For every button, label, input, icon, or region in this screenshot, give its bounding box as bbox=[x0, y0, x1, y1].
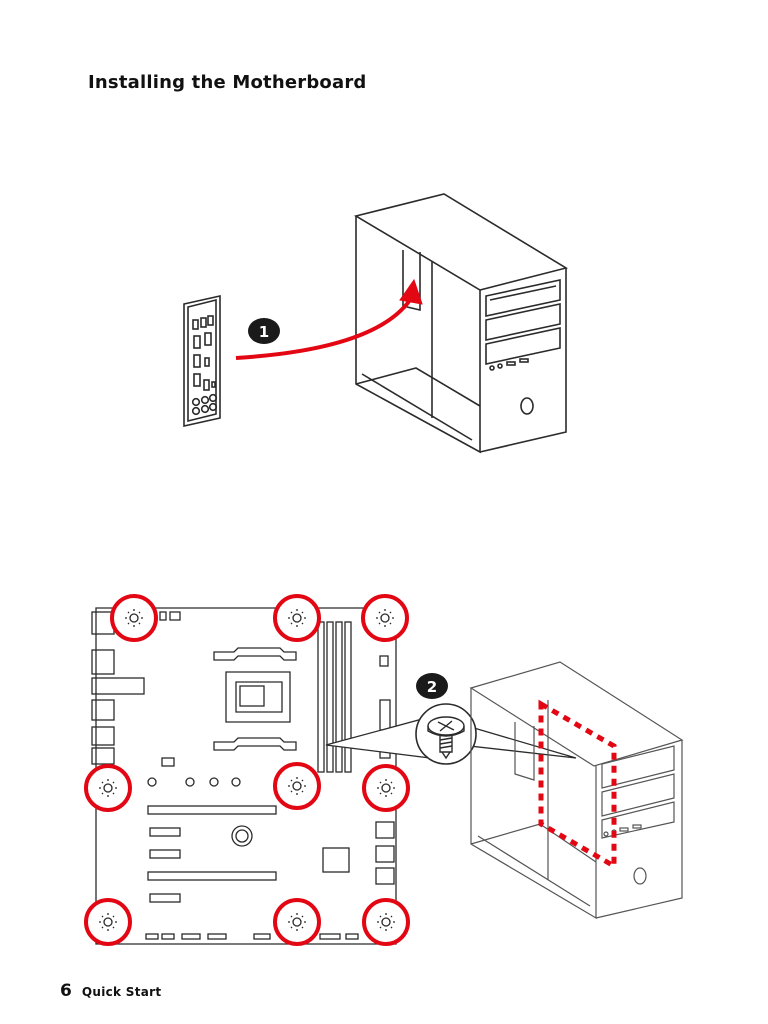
screw-hole-mid-left bbox=[84, 764, 132, 812]
svg-text:2: 2 bbox=[427, 678, 437, 696]
step-1-illustration bbox=[183, 193, 569, 454]
page-footer: 6 Quick Start bbox=[60, 981, 161, 1001]
step-1-badge: 1 bbox=[248, 318, 280, 344]
footer-label: Quick Start bbox=[81, 985, 162, 999]
screw-hole-markers bbox=[84, 594, 410, 946]
screw-hole-mid-right bbox=[362, 764, 410, 812]
screw-hole-bottom-right bbox=[362, 898, 410, 946]
page-number: 6 bbox=[60, 981, 72, 1001]
svg-text:1: 1 bbox=[259, 323, 269, 341]
screw-callout bbox=[325, 703, 577, 765]
insert-arrowhead bbox=[399, 278, 423, 305]
pc-case-open-icon bbox=[353, 193, 569, 454]
screw-hole-bottom-center bbox=[273, 898, 321, 946]
screw-hole-top-right bbox=[361, 594, 409, 642]
motherboard-diagram bbox=[91, 607, 397, 945]
screw-hole-top-left bbox=[110, 594, 158, 642]
screw-hole-bottom-left bbox=[84, 898, 132, 946]
pc-case-mounting-icon bbox=[469, 661, 684, 920]
page-title: Installing the Motherboard bbox=[88, 72, 367, 93]
screw-hole-mid-center bbox=[273, 762, 321, 810]
screw-hole-top-center bbox=[273, 594, 321, 642]
insert-arrow bbox=[235, 298, 412, 360]
io-shield-icon bbox=[183, 295, 221, 427]
screw-icon bbox=[427, 716, 465, 760]
step-2-badge: 2 bbox=[416, 673, 448, 699]
motherboard-placement-outline bbox=[538, 699, 617, 871]
